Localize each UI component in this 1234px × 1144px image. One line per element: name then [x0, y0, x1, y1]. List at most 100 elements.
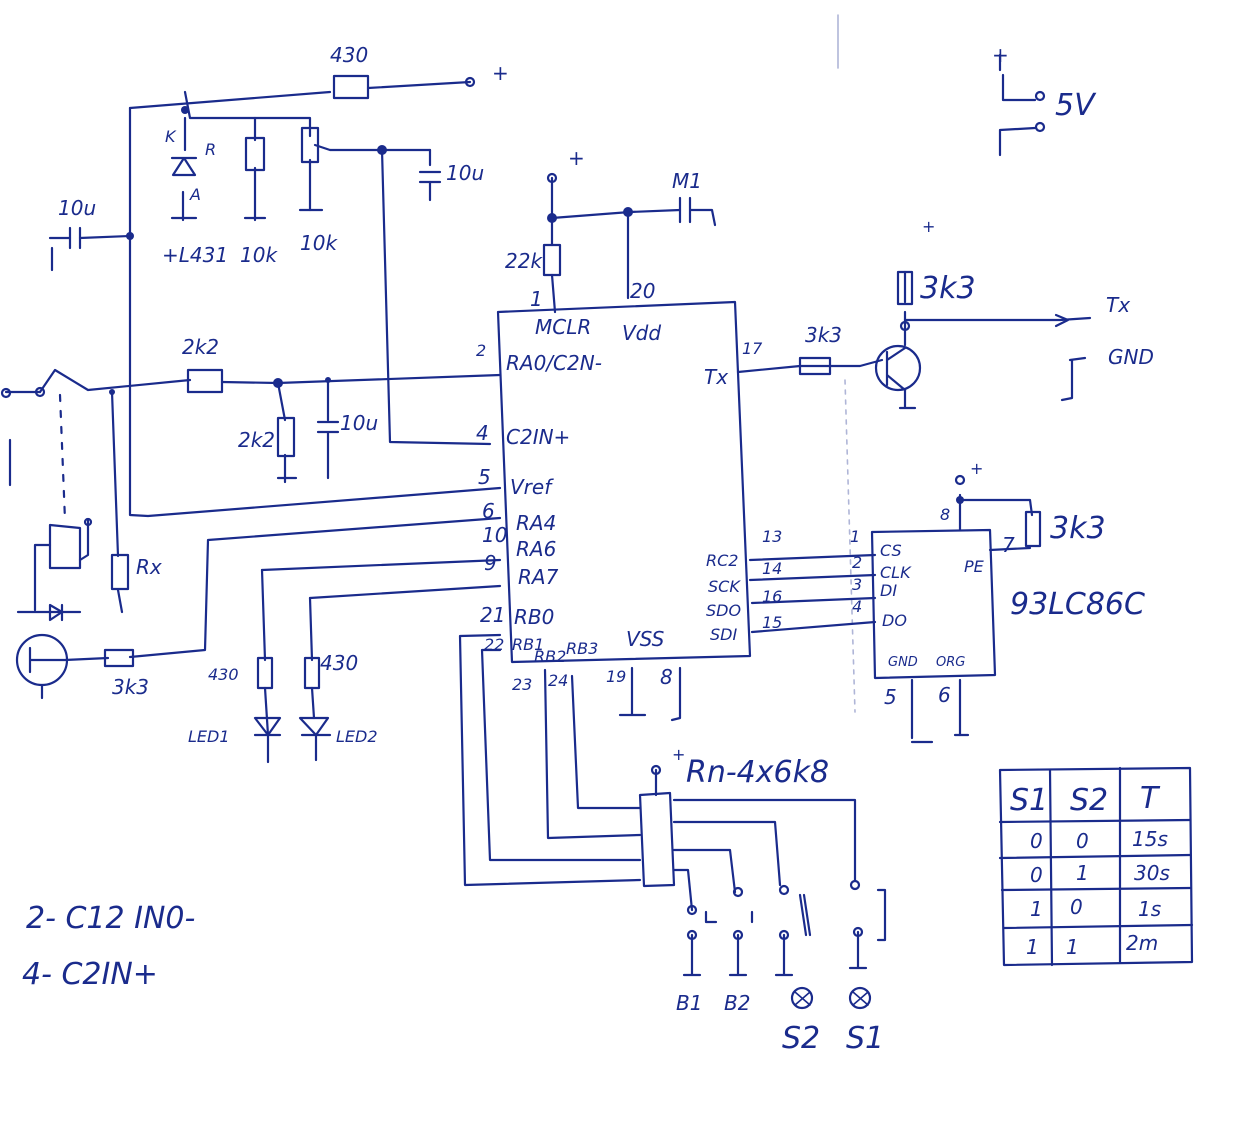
table-r4-s2: 1	[1066, 935, 1079, 959]
resistor-430-led2	[303, 656, 321, 690]
label-tl431-k: K	[165, 127, 177, 146]
label-pot2: 10k	[300, 231, 338, 255]
label-r-tx-pull: 3k3	[920, 271, 976, 306]
label-sdo: SDO	[706, 601, 741, 620]
wires	[4, 14, 1194, 1010]
label-pin2: 2	[476, 341, 486, 360]
pot-10k-a	[244, 136, 266, 172]
label-led1: LED1	[188, 727, 230, 746]
table-header-s1: S1	[1010, 783, 1048, 818]
resistor-2k2-gnd	[276, 416, 296, 458]
label-c-top: 10u	[446, 161, 484, 185]
resistor-3k3-base	[103, 648, 135, 668]
label-mclr-plus: +	[568, 146, 585, 170]
label-vdd: Vdd	[622, 321, 661, 345]
label-r-base: 3k3	[112, 675, 149, 699]
table-header-t: T	[1140, 781, 1161, 816]
label-rx: Rx	[136, 555, 162, 579]
label-ee-org: ORG	[936, 655, 965, 670]
label-tl431: +L431	[162, 243, 228, 267]
label-c-gnd: 10u	[340, 411, 378, 435]
label-ra7: RA7	[518, 565, 559, 589]
pot-10k-b	[300, 126, 320, 164]
table-r3-s2: 0	[1070, 895, 1083, 919]
label-pin8: 8	[660, 665, 673, 689]
label-rb0: RB0	[514, 605, 554, 629]
label-tx-out: Tx	[1106, 293, 1130, 317]
label-rb1: RB1	[512, 635, 544, 654]
table-r4-s1: 1	[1026, 935, 1039, 959]
label-ee-chip: 93LC86C	[1010, 587, 1145, 622]
label-pin14: 14	[762, 559, 782, 578]
label-ee-pe: PE	[964, 557, 985, 576]
table-r1-t: 15s	[1132, 827, 1168, 851]
label-ee-cs: CS	[880, 541, 902, 560]
truth-table: S1 S2 T 0 0 15s 0 1 30s 1 0 1s 1 1 2m	[1010, 781, 1170, 959]
label-pin17: 17	[742, 339, 763, 358]
label-r-in: 2k2	[182, 335, 219, 359]
label-plus-top: +	[492, 61, 509, 85]
label-sck: SCK	[708, 577, 741, 596]
label-pin20: 20	[630, 279, 655, 303]
label-ee-7: 7	[1002, 533, 1015, 557]
label-pin21: 21	[480, 603, 505, 627]
table-r3-t: 1s	[1138, 897, 1161, 921]
resistor-430-led1	[256, 656, 274, 690]
table-r2-s1: 0	[1030, 863, 1043, 887]
label-pin15: 15	[762, 613, 782, 632]
label-pin1: 1	[530, 287, 543, 311]
label-ee-5: 5	[884, 685, 897, 709]
label-ee-8: 8	[940, 505, 950, 524]
label-ee-di: DI	[880, 581, 897, 600]
resistor-3k3-tx	[798, 356, 832, 376]
labels: 430 + 10u 10u K R A +L431 10k 10k + 5V +…	[22, 43, 1154, 1056]
label-r-top: 430	[330, 43, 368, 67]
label-pin16: 16	[762, 587, 782, 606]
label-ee-plus: +	[970, 459, 983, 478]
resistor-2k2-in	[186, 368, 224, 394]
label-ra4: RA4	[516, 511, 556, 535]
table-r4-t: 2m	[1126, 931, 1158, 955]
label-ra0: RA0/C2N-	[506, 351, 602, 375]
label-note1: 2- C12 IN0-	[26, 901, 195, 936]
resistor-22k	[542, 243, 562, 277]
label-vref: Vref	[510, 475, 554, 499]
resistor-430-top	[332, 74, 370, 100]
label-pin6: 6	[482, 499, 495, 523]
label-pin24: 24	[548, 671, 568, 690]
resistors	[103, 74, 1042, 690]
label-ra6: RA6	[516, 537, 556, 561]
label-rn: Rn-4x6k8	[686, 755, 829, 790]
table-r2-t: 30s	[1134, 861, 1170, 885]
label-s1: S1	[846, 1021, 884, 1056]
label-r-mclr: 22k	[505, 249, 543, 273]
label-pin23: 23	[512, 675, 532, 694]
label-rc2: RC2	[706, 551, 738, 570]
label-tx-pin: Tx	[704, 365, 728, 389]
table-r1-s2: 0	[1076, 829, 1089, 853]
label-supply-plus: +	[992, 43, 1009, 67]
label-rn-plus: +	[672, 745, 685, 764]
resistor-rx	[110, 553, 130, 591]
table-header-s2: S2	[1070, 783, 1108, 818]
label-pin13: 13	[762, 527, 782, 546]
label-note2: 4- C2IN+	[22, 957, 158, 992]
label-r-tx: 3k3	[805, 323, 842, 347]
table-r2-s2: 1	[1076, 861, 1089, 885]
label-tl431-a: A	[189, 185, 201, 204]
resistor-3k3-pe	[1024, 510, 1042, 548]
label-ee-4: 4	[852, 597, 862, 616]
tl431-symbol	[170, 156, 198, 177]
label-led2: LED2	[336, 727, 378, 746]
table-r1-s1: 0	[1030, 829, 1043, 853]
label-tl431-r: R	[205, 140, 216, 159]
label-c2in: C2IN+	[506, 425, 570, 449]
label-vss: VSS	[626, 627, 665, 651]
label-s2: S2	[782, 1021, 820, 1056]
label-r-pe: 3k3	[1050, 511, 1106, 546]
label-pin9: 9	[484, 551, 497, 575]
table-r3-s1: 1	[1030, 897, 1043, 921]
label-gnd-out: GND	[1108, 345, 1154, 369]
label-ee-clk: CLK	[880, 563, 912, 582]
